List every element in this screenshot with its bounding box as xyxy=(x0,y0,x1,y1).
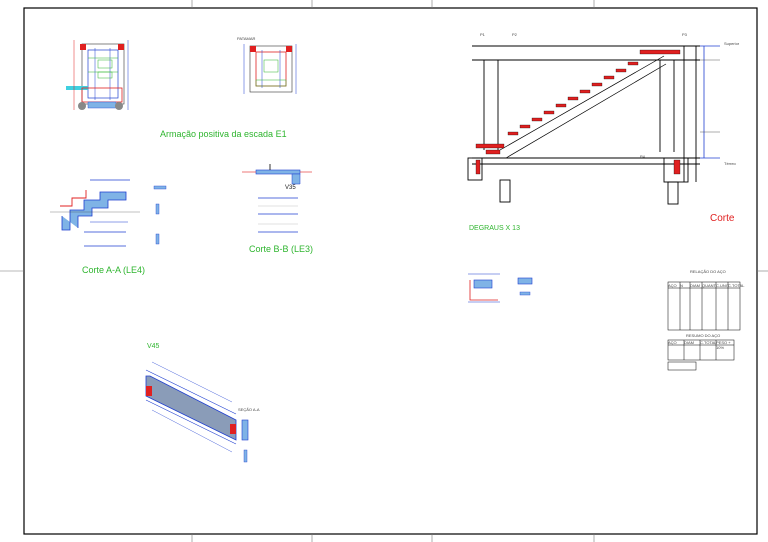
elevation-title: Corte xyxy=(710,213,735,224)
elevation-dimension-line xyxy=(700,45,720,159)
steel-header-cell: DIAM xyxy=(690,283,700,288)
plan-view-right xyxy=(243,44,297,94)
level-superior-label: Superior xyxy=(724,41,740,46)
v45-beam-drawing xyxy=(145,361,249,463)
summary-header-cell: AÇO xyxy=(668,340,677,345)
section-a-a-drawing xyxy=(50,179,167,247)
steel-header-cell: N xyxy=(680,283,683,288)
summary-header-cell: PESO + 10% xyxy=(716,340,731,350)
patamar-label: PATAMAR xyxy=(237,36,256,41)
steel-header-cell: QUANT xyxy=(702,283,716,288)
level-terreo-label: Térreo xyxy=(724,161,736,166)
steel-header-cell: C.UNIT xyxy=(716,283,730,288)
beam-title: V45 xyxy=(147,343,160,350)
section-b-b-drawing xyxy=(242,164,312,233)
steel-list-table xyxy=(667,281,741,331)
elevation-frame xyxy=(467,45,700,205)
pillar-p1-label: P1 xyxy=(480,32,485,37)
pillar-p2-label: P2 xyxy=(512,32,517,37)
steel-header-cell: AÇO xyxy=(668,283,677,288)
section-b-title: Corte B-B (LE3) xyxy=(249,244,314,254)
degraus-detail xyxy=(468,273,533,303)
steel-summary-table xyxy=(667,339,735,371)
steps-label: DEGRAUS X 13 xyxy=(469,225,520,232)
section-a-title: Corte A-A (LE4) xyxy=(82,265,146,275)
section-aa-small: SEÇÃO A-A xyxy=(238,407,260,412)
plan-title: Armação positiva da escada E1 xyxy=(160,129,287,139)
steel-header-cell: C.TOTAL xyxy=(728,283,745,288)
steel-summary-header-row: AÇO DIAM C.TOTAL PESO + 10% xyxy=(668,340,734,350)
plan-view-left xyxy=(66,40,129,110)
pillar-p3-label: P3 xyxy=(682,32,687,37)
summary-header-cell: C.TOTAL xyxy=(700,340,717,345)
elevation-steps xyxy=(475,49,681,175)
pillar-p4-label: P4 xyxy=(640,154,645,159)
summary-header-cell: DIAM xyxy=(684,340,694,345)
steel-list-header-row: AÇO N DIAM QUANT C.UNIT C.TOTAL xyxy=(668,283,745,288)
steel-summary-title: RESUMO DO AÇO xyxy=(686,333,721,338)
v35-label: V35 xyxy=(285,185,296,191)
steel-list-title: RELAÇÃO DO AÇO xyxy=(690,269,726,274)
